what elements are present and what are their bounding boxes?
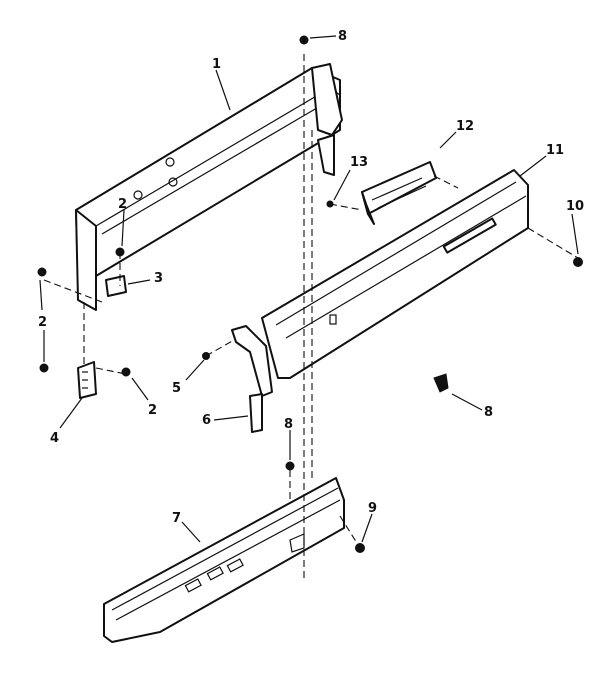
- callout-11: 11: [546, 143, 564, 158]
- callout-10: 10: [566, 199, 584, 214]
- fasteners: [37, 35, 583, 553]
- callout-12: 12: [456, 119, 474, 134]
- callout-8-right: 8: [484, 405, 493, 420]
- callout-8-mid: 8: [284, 417, 293, 432]
- callout-7: 7: [172, 511, 181, 526]
- callout-3: 3: [154, 271, 163, 286]
- callout-5: 5: [172, 381, 181, 396]
- part-12-clock-module: [361, 161, 437, 225]
- part-7-lower-trim: [103, 477, 345, 643]
- part-4-side-bracket: [77, 361, 97, 399]
- callout-9: 9: [368, 501, 377, 516]
- callout-4: 4: [50, 431, 59, 446]
- callout-1: 1: [212, 57, 221, 72]
- part-1-backguard: [75, 63, 343, 311]
- callout-6: 6: [202, 413, 211, 428]
- leader-lines: [39, 35, 579, 543]
- part-6-end-cap: [231, 325, 273, 433]
- callout-2-right: 2: [148, 403, 157, 418]
- callout-8-top: 8: [338, 29, 347, 44]
- part-11-control-panel: [261, 169, 529, 379]
- callout-2-left: 2: [38, 315, 47, 330]
- callout-13: 13: [350, 155, 368, 170]
- callout-labels: 1 8 13 12 11 10 2 3 2 2 4 5 6 8 8 7 9: [38, 29, 584, 526]
- callout-2-upper: 2: [118, 197, 127, 212]
- alignment-lines: [43, 54, 579, 580]
